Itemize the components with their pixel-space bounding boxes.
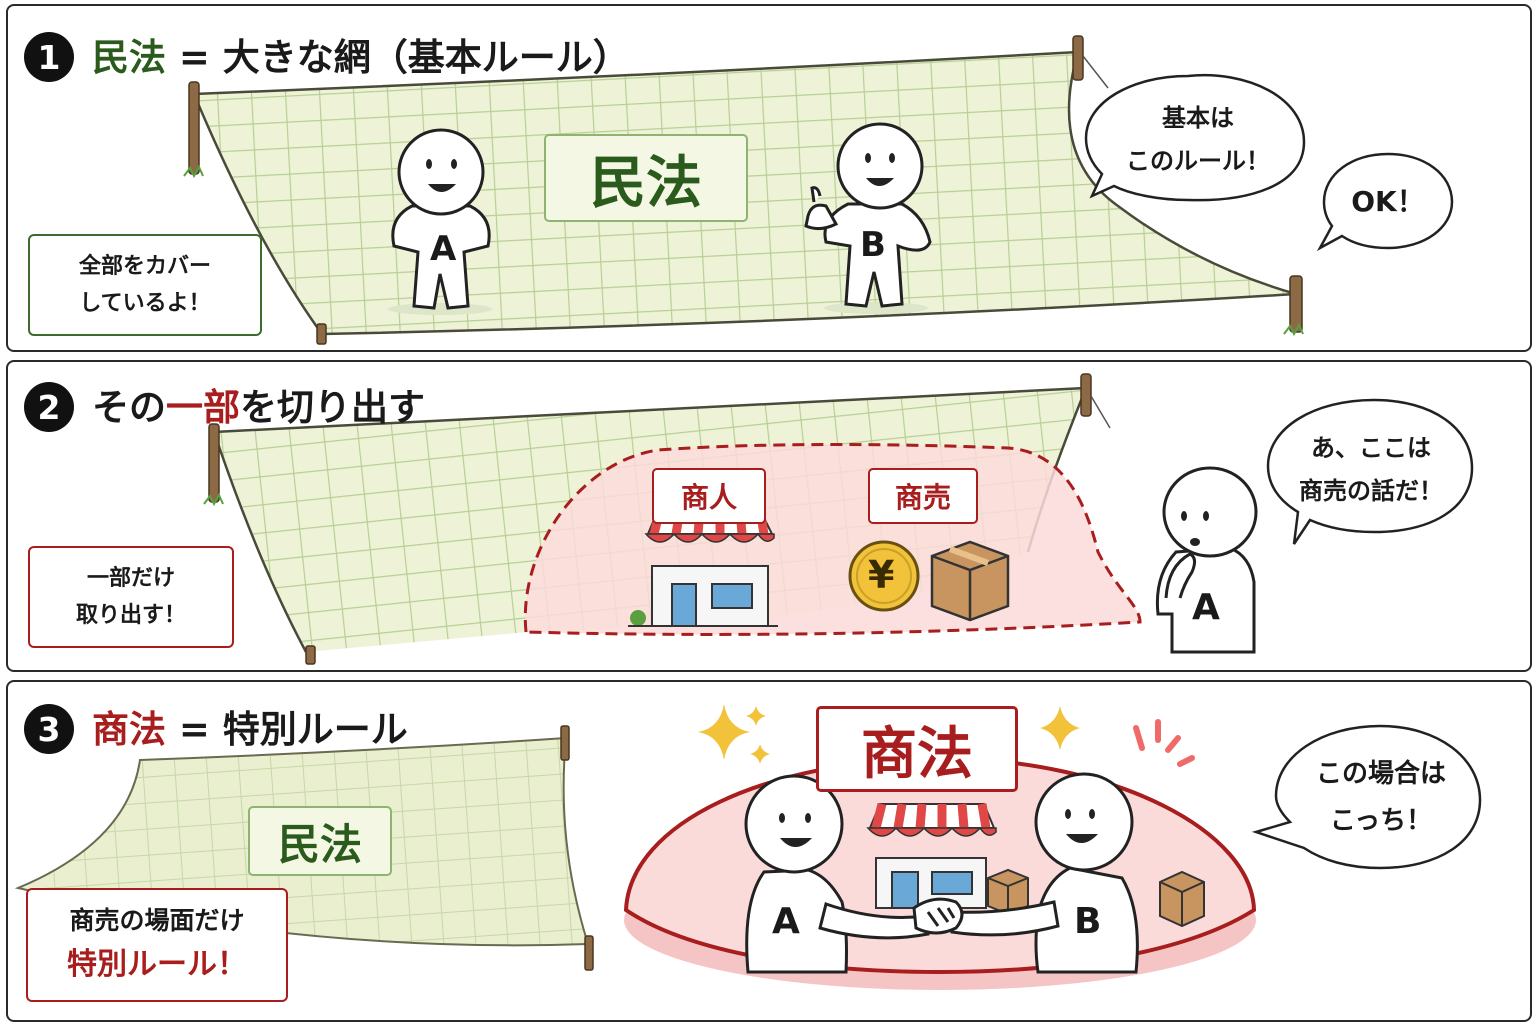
box-icon — [987, 868, 1029, 916]
figure-a-label: A — [772, 901, 800, 942]
bubble-line: こっち！ — [1329, 806, 1433, 836]
box-icon — [1159, 870, 1205, 928]
bubble-line: この場合は — [1315, 759, 1446, 790]
post-icon — [203, 423, 224, 507]
bubble-line: 商売の話だ！ — [1299, 477, 1443, 505]
figure-a-label: A — [430, 229, 457, 269]
step-number: 2 — [24, 382, 74, 432]
post-icon — [1283, 275, 1304, 337]
panel-2-heading: 2 その一部を切り出す — [24, 382, 425, 432]
extract-note: 一部だけ 取り出す！ — [28, 546, 234, 648]
heading-text: を切り出す — [240, 385, 425, 429]
note-line: 取り出す！ — [75, 603, 186, 628]
speech-bubble — [1251, 724, 1482, 870]
panel-1-heading: 1 民法 = 大きな網（基本ルール） — [24, 32, 630, 82]
figure-a — [388, 128, 492, 315]
speech-bubble — [1084, 73, 1306, 202]
step-number: 1 — [24, 32, 74, 82]
coverage-note: 全部をカバー しているよ！ — [28, 234, 262, 336]
panel-3-heading: 3 商法 = 特別ルール — [24, 704, 408, 754]
heading-highlight: 商法 — [92, 707, 166, 751]
panel-commercial-law: 3 商法 = 特別ルール 民法 商売の場面だけ 特別ルール！ 商法 A B この… — [6, 680, 1532, 1022]
bubble-line: OK！ — [1351, 184, 1425, 218]
civil-law-label: 民法 — [544, 134, 748, 222]
figure-b-label: B — [860, 225, 886, 265]
tag-commerce: 商売 — [868, 468, 978, 524]
civil-law-label-small: 民法 — [248, 806, 392, 876]
yen-symbol: ¥ — [868, 553, 895, 597]
heading-text: = 特別ルール — [166, 707, 408, 751]
figure-b — [804, 122, 932, 314]
heading-highlight: 民法 — [92, 35, 166, 79]
post-icon — [183, 81, 204, 179]
bubble-text-basic-rule: 基本は このルール！ — [1104, 90, 1292, 190]
note-line: しているよ！ — [79, 291, 211, 316]
handshake-icon — [912, 897, 964, 935]
special-rule-note: 商売の場面だけ 特別ルール！ — [26, 888, 288, 1002]
heading-text: その — [92, 385, 166, 429]
box-icon — [930, 540, 1010, 622]
figure-b-label: B — [1074, 901, 1102, 942]
heading-highlight: 一部 — [166, 385, 240, 429]
post-icon — [305, 645, 316, 665]
panel-civil-law: 1 民法 = 大きな網（基本ルール） 民法 全部をカバー しているよ！ A B … — [6, 4, 1532, 352]
figure-a-label: A — [1192, 587, 1220, 628]
panel-2-art — [203, 373, 1474, 665]
bubble-text-this-case: この場合は こっち！ — [1290, 740, 1472, 856]
figure-a-handshake — [744, 774, 930, 974]
note-line: 全部をカバー — [78, 253, 211, 279]
extracted-commerce-region — [523, 443, 1142, 636]
bubble-line: 基本は — [1162, 103, 1234, 132]
note-line: 商売の場面だけ — [69, 906, 245, 935]
panel-extract-part: 2 その一部を切り出す 一部だけ 取り出す！ 商人 商売 ¥ A あ、ここは 商… — [6, 360, 1532, 672]
bubble-text-commerce: あ、ここは 商売の話だ！ — [1280, 414, 1462, 526]
commercial-law-label: 商法 — [816, 706, 1018, 792]
bubble-line: あ、ここは — [1311, 433, 1431, 462]
tag-merchant: 商人 — [652, 468, 766, 524]
figure-a-thinking — [1155, 466, 1258, 654]
emphasis-lines — [1133, 719, 1195, 767]
note-line-highlight: 特別ルール！ — [67, 947, 247, 982]
post-icon — [1072, 35, 1109, 89]
speech-bubble — [1266, 398, 1474, 545]
post-icon — [584, 935, 594, 971]
heading-text: = 大きな網（基本ルール） — [166, 35, 630, 79]
post-icon — [1080, 373, 1111, 429]
post-icon — [316, 323, 327, 345]
step-number: 3 — [24, 704, 74, 754]
figure-b-handshake — [950, 772, 1139, 974]
speech-bubble — [1316, 152, 1454, 252]
sparkle-icon — [698, 704, 1080, 764]
post-icon — [560, 725, 570, 761]
bubble-line: このルール！ — [1126, 147, 1270, 175]
note-line: 一部だけ — [86, 565, 175, 591]
yen-coin-icon — [848, 540, 920, 612]
bubble-text-ok: OK！ — [1328, 174, 1448, 230]
